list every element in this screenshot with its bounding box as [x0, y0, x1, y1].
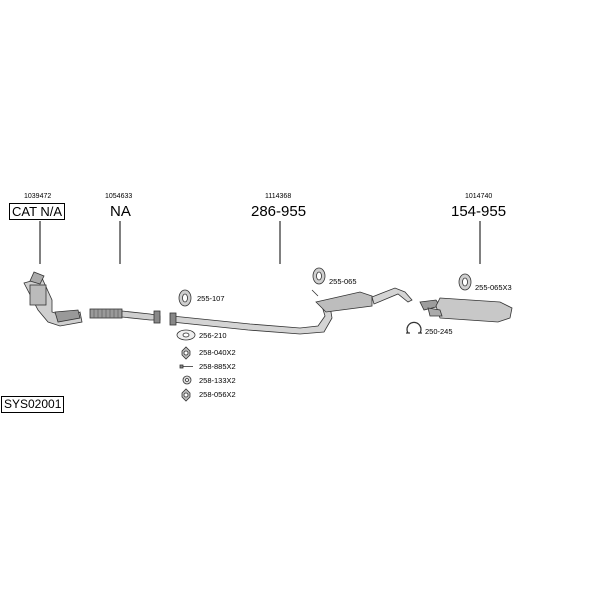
- part-number-rear-silencer[interactable]: 154-955: [451, 203, 507, 220]
- fitting-label[interactable]: 258-133X2: [199, 376, 236, 385]
- fitting-label[interactable]: 256-210: [199, 331, 227, 340]
- fitting-label[interactable]: 255-107: [197, 294, 225, 303]
- bolt-icon: [179, 364, 193, 369]
- assembly-ref-rear-silencer: 1014740: [465, 193, 493, 200]
- part-number-cat[interactable]: CAT N/A: [9, 203, 66, 220]
- assembly-ref-front-pipe: 1054633: [105, 193, 133, 200]
- part-number-center-silencer[interactable]: 286-955: [251, 203, 307, 220]
- rubber-hanger-icon: [458, 273, 472, 291]
- fitting-label[interactable]: 255-065X3: [475, 283, 512, 292]
- center-silencer-drawing: [169, 287, 413, 335]
- pipe-clamp-icon: [406, 321, 422, 334]
- fitting-label[interactable]: 255-065: [329, 277, 357, 286]
- catalytic-converter-drawing: [23, 271, 83, 327]
- rubber-hanger-icon: [178, 289, 192, 307]
- front-pipe-drawing: [89, 308, 161, 324]
- part-number-front-pipe[interactable]: NA: [110, 203, 131, 220]
- gasket-icon: [176, 329, 196, 341]
- washer-icon: [182, 375, 192, 385]
- assembly-ref-cat: 1039472: [24, 193, 52, 200]
- rear-silencer-drawing: [419, 297, 513, 323]
- system-code-label: SYS02001: [1, 396, 65, 413]
- fitting-label[interactable]: 258-056X2: [199, 390, 236, 399]
- hex-nut-icon: [181, 346, 191, 360]
- fitting-label[interactable]: 258-040X2: [199, 348, 236, 357]
- hex-nut-icon: [181, 388, 191, 402]
- fitting-label[interactable]: 250-245: [425, 327, 453, 336]
- rubber-hanger-icon: [312, 267, 326, 285]
- fitting-label[interactable]: 258-885X2: [199, 362, 236, 371]
- assembly-ref-center-silencer: 1114368: [265, 193, 292, 200]
